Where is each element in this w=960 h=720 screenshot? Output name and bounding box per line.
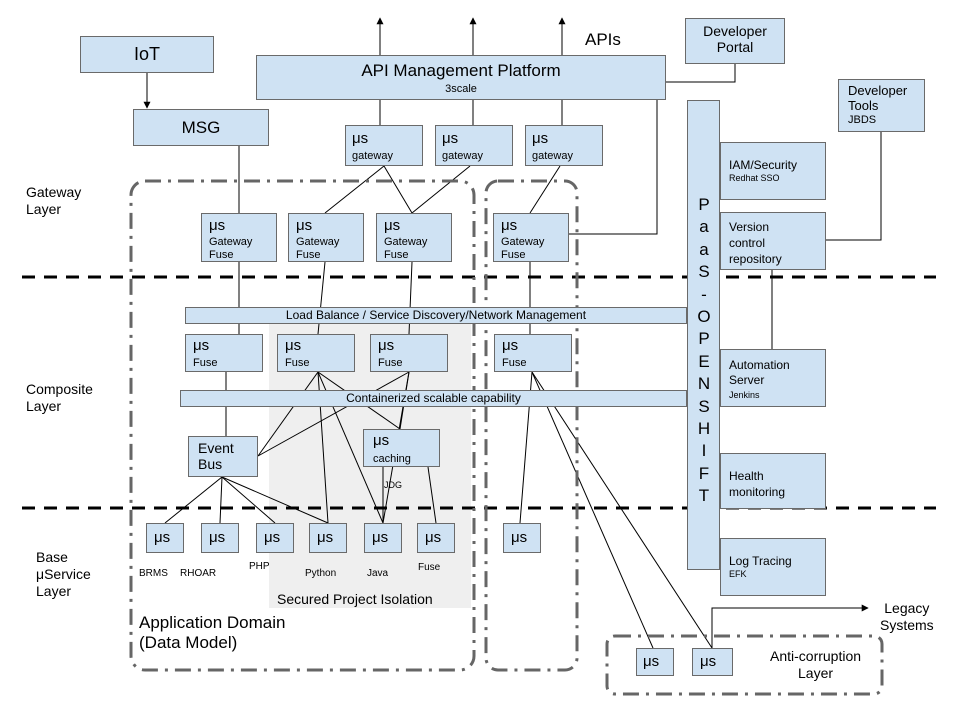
anti-corruption-service: μs xyxy=(692,648,733,676)
gateway-fuse-service: μs Gateway Fuse xyxy=(493,213,569,262)
gateway-service: μs gateway xyxy=(435,125,513,166)
gateway-service: μs gateway xyxy=(345,125,423,166)
containerized-bar: Containerized scalable capability xyxy=(180,390,687,407)
jdg-label: JDG xyxy=(384,480,402,490)
base-service-box: μs xyxy=(503,523,541,553)
composite-fuse-service: μs Fuse xyxy=(185,334,263,372)
automation-server-panel: Automation Server Jenkins xyxy=(720,349,826,407)
base-service-box: μs xyxy=(256,523,294,553)
base-service-box: μs xyxy=(201,523,239,553)
api-management-platform: API Management Platform 3scale xyxy=(256,55,666,100)
apis-label: APIs xyxy=(585,30,621,49)
anti-corruption-service: μs xyxy=(636,648,674,676)
log-tracing-panel: Log Tracing EFK xyxy=(720,538,826,596)
composite-fuse-service: μs Fuse xyxy=(370,334,448,372)
application-domain-region xyxy=(129,179,476,672)
load-balance-bar: Load Balance / Service Discovery/Network… xyxy=(185,307,687,324)
base-service-box: μs xyxy=(309,523,347,553)
composite-fuse-service: μs Fuse xyxy=(277,334,355,372)
composite-fuse-service: μs Fuse xyxy=(494,334,572,372)
base-service-label: Java xyxy=(367,568,389,579)
version-control-panel: Version control repository xyxy=(720,212,826,270)
base-service-label: PHP xyxy=(249,561,270,572)
gateway-service: μs gateway xyxy=(525,125,603,166)
base-service-label: BRMS xyxy=(139,568,168,579)
isolated-domain-region xyxy=(484,179,579,672)
gateway-fuse-service: μs Gateway Fuse xyxy=(376,213,452,262)
iam-security-panel: IAM/Security Redhat SSO xyxy=(720,142,826,200)
gateway-fuse-service: μs Gateway Fuse xyxy=(201,213,277,262)
iot-box: IoT xyxy=(80,36,214,73)
base-service-box: μs xyxy=(146,523,184,553)
base-service-label: Fuse xyxy=(418,562,441,573)
caching-service: μs caching xyxy=(363,429,440,467)
secured-isolation-label: Secured Project Isolation xyxy=(277,591,433,607)
anti-corruption-region xyxy=(605,634,884,696)
base-service-label: RHOAR xyxy=(180,568,217,579)
health-monitoring-panel: Health monitoring xyxy=(720,453,826,509)
application-domain-label: Application Domain(Data Model) xyxy=(139,613,286,653)
msg-box: MSG xyxy=(133,109,269,146)
base-service-box: μs xyxy=(417,523,455,553)
gateway-fuse-service: μs Gateway Fuse xyxy=(288,213,364,262)
base-service-label: Python xyxy=(305,568,337,579)
base-service-box: μs xyxy=(364,523,402,553)
